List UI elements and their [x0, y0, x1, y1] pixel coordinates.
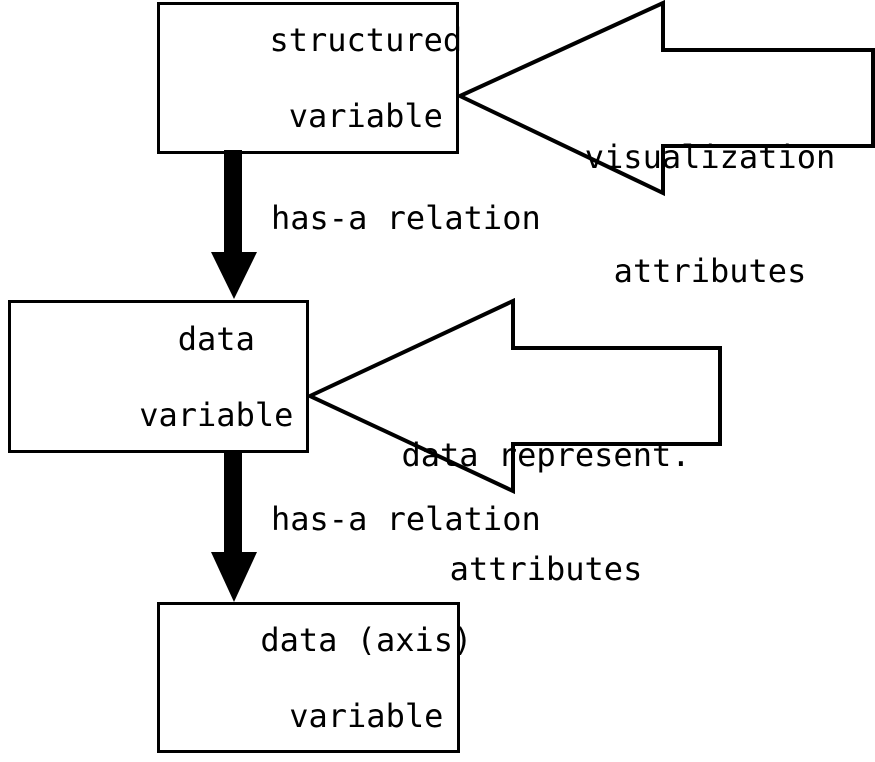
block-arrow-data-represent-attributes-label: data represent. attributes	[396, 360, 696, 664]
node-structured-variable-line2: variable	[288, 97, 443, 135]
block-arrow-data-represent-attributes-line1: data represent.	[401, 436, 691, 474]
node-data-variable-label: data variable	[24, 282, 294, 472]
edge-label-has-a-relation-2: has-a relation	[271, 500, 541, 538]
node-data-variable-line1: data	[177, 319, 255, 358]
block-arrow-data-represent-attributes-line2: attributes	[449, 550, 643, 588]
node-data-variable-line2: variable	[139, 395, 294, 434]
node-data-axis-variable-label: data (axis) variable	[145, 583, 473, 762]
block-arrow-visualization-attributes-line1: visualization	[584, 138, 836, 176]
node-structured-variable-label: structured variable	[154, 0, 462, 173]
node-data-axis-variable-line1: data (axis)	[260, 620, 473, 659]
node-data-variable[interactable]: data variable	[8, 300, 309, 453]
node-data-axis-variable-line2: variable	[289, 696, 444, 735]
node-data-axis-variable[interactable]: data (axis) variable	[157, 602, 472, 753]
edge-label-has-a-relation-1: has-a relation	[271, 199, 541, 237]
node-structured-variable[interactable]: structured variable	[157, 2, 462, 154]
node-structured-variable-line1: structured	[269, 21, 463, 59]
block-arrow-visualization-attributes-label: visualization attributes	[560, 62, 860, 366]
block-arrow-visualization-attributes-line2: attributes	[613, 252, 807, 290]
